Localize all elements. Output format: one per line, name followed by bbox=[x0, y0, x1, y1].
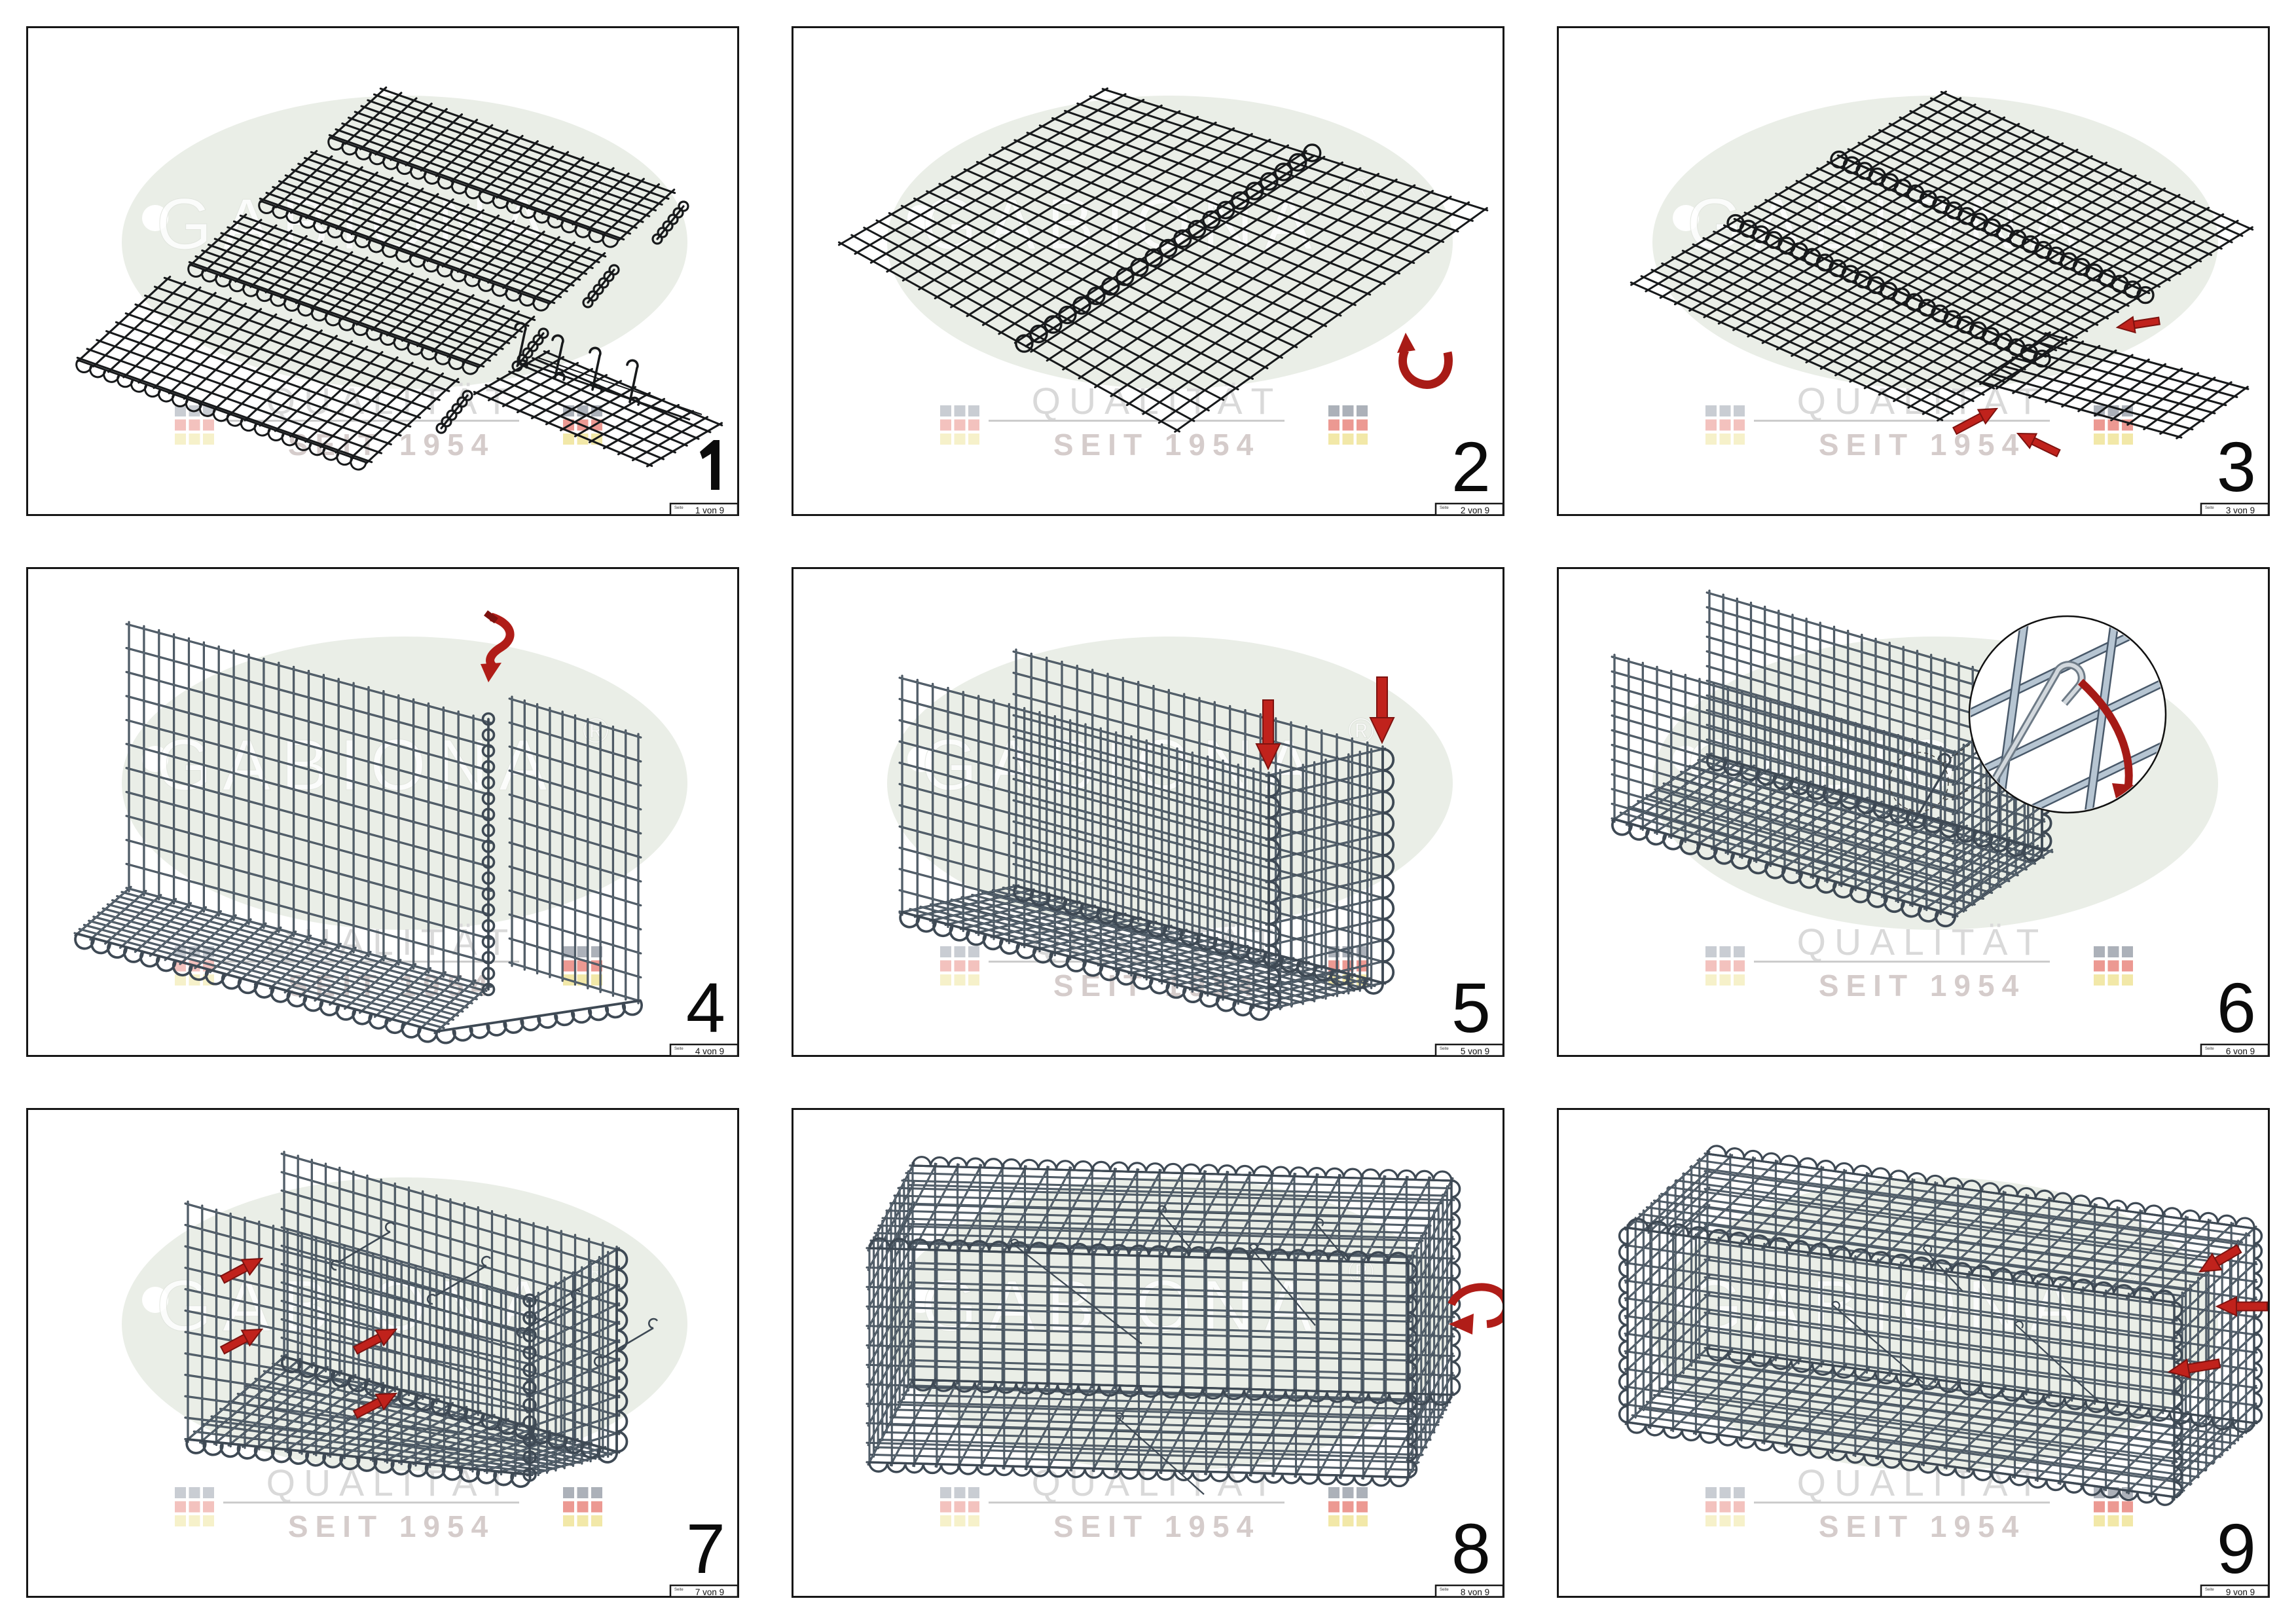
svg-text:6 von 9: 6 von 9 bbox=[2226, 1046, 2255, 1056]
svg-text:5: 5 bbox=[1451, 968, 1491, 1047]
svg-text:7 von 9: 7 von 9 bbox=[695, 1587, 724, 1597]
svg-text:5 von 9: 5 von 9 bbox=[1461, 1046, 1489, 1056]
svg-text:Seite: Seite bbox=[2205, 1047, 2214, 1051]
svg-text:3 von 9: 3 von 9 bbox=[2226, 506, 2255, 515]
svg-text:Seite: Seite bbox=[674, 1588, 683, 1592]
svg-text:Seite: Seite bbox=[1440, 1047, 1449, 1051]
svg-text:2 von 9: 2 von 9 bbox=[1461, 506, 1489, 515]
svg-text:Seite: Seite bbox=[1440, 506, 1449, 510]
svg-text:1 von 9: 1 von 9 bbox=[695, 506, 724, 515]
svg-text:9: 9 bbox=[2217, 1509, 2256, 1588]
svg-text:Seite: Seite bbox=[1440, 1588, 1449, 1592]
svg-text:4 von 9: 4 von 9 bbox=[695, 1046, 724, 1056]
svg-text:6: 6 bbox=[2217, 968, 2256, 1047]
svg-text:8: 8 bbox=[1451, 1509, 1491, 1588]
svg-text:9 von 9: 9 von 9 bbox=[2226, 1587, 2255, 1597]
svg-text:Seite: Seite bbox=[674, 1047, 683, 1051]
svg-text:8 von 9: 8 von 9 bbox=[1461, 1587, 1489, 1597]
svg-text:3: 3 bbox=[2217, 427, 2256, 506]
svg-text:Seite: Seite bbox=[2205, 1588, 2214, 1592]
svg-text:2: 2 bbox=[1451, 427, 1491, 506]
svg-text:7: 7 bbox=[686, 1509, 725, 1588]
svg-text:Seite: Seite bbox=[674, 506, 683, 510]
svg-text:Seite: Seite bbox=[2205, 506, 2214, 510]
svg-text:4: 4 bbox=[686, 968, 725, 1047]
